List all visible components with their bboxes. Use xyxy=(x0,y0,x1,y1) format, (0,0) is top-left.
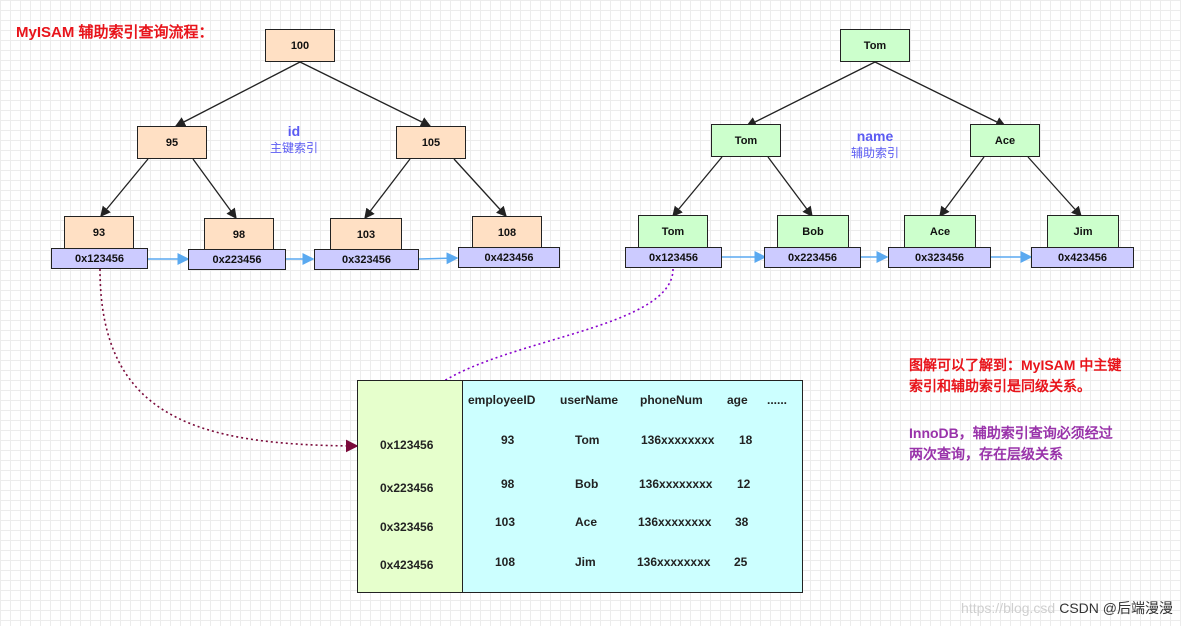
left-node-95: 95 xyxy=(137,126,207,159)
header-phone-num: phoneNum xyxy=(640,393,703,407)
left-index-label: id 主键索引 xyxy=(254,123,334,156)
right-addr-4: 0x423456 xyxy=(1031,247,1134,268)
edge-95-93 xyxy=(100,158,149,218)
edge-ace-jim xyxy=(1027,156,1082,217)
edge-95-98 xyxy=(192,158,237,220)
left-leaf-103: 103 xyxy=(330,218,402,251)
watermark-author: CSDN @后端漫漫 xyxy=(1059,600,1173,616)
edge-tom-tom xyxy=(672,156,723,218)
left-index-key: id xyxy=(287,123,301,139)
pointer-primary-to-row xyxy=(99,268,359,453)
edge-105-108 xyxy=(453,158,507,217)
note-innodb: InnoDB，辅助索引查询必须经过 两次查询，存在层级关系 xyxy=(909,423,1113,465)
row4-name: Jim xyxy=(575,555,596,569)
note-myisam-line1: 图解可以了解到：MyISAM 中主键 xyxy=(909,357,1122,373)
row3-phone: 136xxxxxxxx xyxy=(638,515,712,529)
left-leaf-93: 93 xyxy=(64,216,134,249)
row1-age: 18 xyxy=(739,433,753,447)
header-employee-id: employeeID xyxy=(468,393,536,407)
edge-root-95 xyxy=(174,61,301,127)
edge-rroot-ace xyxy=(874,61,1007,127)
table-address-column: 0x123456 0x223456 0x323456 0x423456 xyxy=(357,380,463,593)
edge-ace-ace xyxy=(939,156,985,218)
left-root-node: 100 xyxy=(265,29,335,62)
row4-age: 25 xyxy=(734,555,748,569)
left-addr-4: 0x423456 xyxy=(458,247,560,268)
table-addr-2: 0x223456 xyxy=(380,481,434,495)
edge-root-105 xyxy=(299,61,432,127)
row3-name: Ace xyxy=(575,515,598,529)
table-addr-3: 0x323456 xyxy=(380,520,434,534)
right-addr-2: 0x223456 xyxy=(764,247,861,268)
header-more: ...... xyxy=(767,393,788,407)
diagram-title: MyISAM 辅助索引查询流程： xyxy=(16,24,214,41)
left-leaf-98: 98 xyxy=(204,218,274,251)
row4-phone: 136xxxxxxxx xyxy=(637,555,711,569)
row2-phone: 136xxxxxxxx xyxy=(639,477,713,491)
table-addr-4: 0x423456 xyxy=(380,558,434,572)
note-myisam: 图解可以了解到：MyISAM 中主键 索引和辅助索引是同级关系。 xyxy=(909,355,1121,397)
row2-name: Bob xyxy=(575,477,599,491)
left-addr-3: 0x323456 xyxy=(314,249,419,270)
left-addr-2: 0x223456 xyxy=(188,249,286,270)
right-node-ace: Ace xyxy=(970,124,1040,157)
left-leaf-108: 108 xyxy=(472,216,542,249)
row1-name: Tom xyxy=(575,433,600,447)
right-node-tom: Tom xyxy=(711,124,781,157)
right-index-label: name 辅助索引 xyxy=(835,128,915,161)
right-leaf-tom: Tom xyxy=(638,215,708,248)
row2-age: 12 xyxy=(737,477,751,491)
row4-id: 108 xyxy=(495,555,516,569)
row2-id: 98 xyxy=(501,477,515,491)
note-innodb-line2: 两次查询，存在层级关系 xyxy=(909,446,1063,462)
left-index-type: 主键索引 xyxy=(269,141,318,155)
table-body: employeeID userName phoneNum age ...... … xyxy=(462,380,803,593)
left-node-105: 105 xyxy=(396,126,466,159)
leaf-link-3 xyxy=(418,252,459,265)
right-index-key: name xyxy=(856,128,894,144)
edge-105-103 xyxy=(364,158,411,220)
right-root-node: Tom xyxy=(840,29,910,62)
header-age: age xyxy=(727,393,748,407)
edge-tom-bob xyxy=(767,156,813,218)
watermark-url: https://blog.csd xyxy=(961,600,1056,616)
header-user-name: userName xyxy=(560,393,619,407)
right-index-type: 辅助索引 xyxy=(850,146,899,160)
right-leaf-jim: Jim xyxy=(1047,215,1119,248)
right-leaf-ace: Ace xyxy=(904,215,976,248)
note-myisam-line2: 索引和辅助索引是同级关系。 xyxy=(909,378,1091,394)
row1-phone: 136xxxxxxxx xyxy=(641,433,715,447)
pointer-secondary-to-row xyxy=(406,268,674,422)
left-addr-1: 0x123456 xyxy=(51,248,148,269)
right-leaf-bob: Bob xyxy=(777,215,849,248)
edge-rroot-tom xyxy=(745,61,876,127)
right-addr-1: 0x123456 xyxy=(625,247,722,268)
table-addr-1: 0x123456 xyxy=(380,438,434,452)
row1-id: 93 xyxy=(501,433,515,447)
right-addr-3: 0x323456 xyxy=(888,247,991,268)
row3-age: 38 xyxy=(735,515,749,529)
row3-id: 103 xyxy=(495,515,516,529)
note-innodb-line1: InnoDB，辅助索引查询必须经过 xyxy=(909,425,1113,441)
